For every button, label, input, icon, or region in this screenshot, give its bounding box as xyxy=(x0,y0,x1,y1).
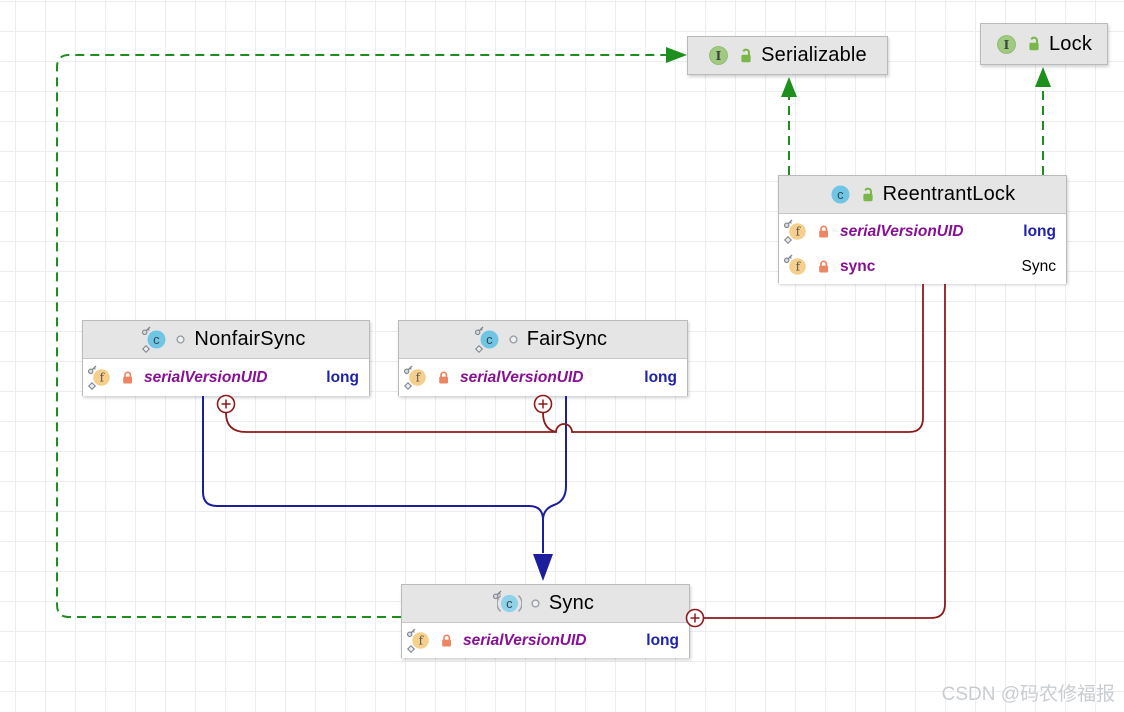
public-open-lock-icon xyxy=(737,48,753,64)
arrowhead-reentrantlock-lock xyxy=(1035,67,1051,87)
private-lock-icon xyxy=(436,370,451,385)
class-node-nonfairsync[interactable]: c NonfairSync f serialVersionUID l xyxy=(82,320,370,396)
svg-text:I: I xyxy=(716,49,722,63)
svg-text:f: f xyxy=(100,371,106,385)
fields-section: f serialVersionUID long xyxy=(399,359,687,396)
fields-section: f serialVersionUID long f sync xyxy=(779,214,1066,284)
final-overlay-icon xyxy=(474,344,483,354)
edge-fairsync-reentrantlock-innerclass[interactable] xyxy=(542,412,557,433)
node-header[interactable]: I Serializable xyxy=(688,37,887,74)
static-final-field-icon: f xyxy=(406,628,430,654)
field-row-serialversionuid[interactable]: f serialVersionUID long xyxy=(399,359,687,396)
node-header[interactable]: c Sync xyxy=(402,585,689,623)
static-final-field-icon: f xyxy=(783,219,807,245)
static-class-icon: c xyxy=(142,326,167,354)
innerclass-anchor-nonfairsync[interactable] xyxy=(216,394,236,414)
svg-text:f: f xyxy=(796,225,802,239)
static-overlay-icon xyxy=(403,365,413,375)
field-type: long xyxy=(1023,222,1056,240)
final-overlay-icon xyxy=(406,644,416,654)
public-open-lock-icon xyxy=(1025,36,1041,52)
field-row-sync[interactable]: f sync Sync xyxy=(779,249,1066,284)
static-overlay-icon xyxy=(474,326,484,336)
innerclass-anchor-fairsync[interactable] xyxy=(533,394,553,414)
fields-section: f serialVersionUID long xyxy=(402,623,689,658)
arrowhead-generalization-sync xyxy=(533,554,553,581)
public-open-lock-icon xyxy=(859,187,875,203)
node-header[interactable]: c FairSync xyxy=(399,321,687,359)
class-node-sync[interactable]: c Sync f serialVersionUID long xyxy=(401,584,690,658)
arrowhead-sync-serializable xyxy=(666,47,687,63)
svg-text:f: f xyxy=(796,260,802,274)
static-final-field-icon: f xyxy=(403,365,427,391)
node-header[interactable]: c ReentrantLock xyxy=(779,176,1066,214)
interface-icon: I xyxy=(708,45,729,66)
innerclass-anchor-sync[interactable] xyxy=(685,608,705,628)
field-name: serialVersionUID xyxy=(460,368,584,386)
private-lock-icon xyxy=(816,259,831,274)
private-lock-icon xyxy=(816,224,831,239)
field-row-serialversionuid[interactable]: f serialVersionUID long xyxy=(402,623,689,658)
static-final-field-icon: f xyxy=(87,365,111,391)
class-name: ReentrantLock xyxy=(882,183,1016,205)
package-private-icon xyxy=(530,598,541,609)
svg-text:f: f xyxy=(419,634,425,648)
final-field-icon: f xyxy=(783,254,807,276)
final-overlay-icon xyxy=(783,254,793,264)
class-node-serializable[interactable]: I Serializable xyxy=(687,36,888,75)
final-overlay-icon xyxy=(142,344,151,354)
svg-text:c: c xyxy=(486,332,493,347)
svg-text:f: f xyxy=(416,371,422,385)
static-overlay-icon xyxy=(492,590,502,600)
class-icon: c xyxy=(830,184,851,205)
class-name: Lock xyxy=(1048,32,1093,55)
interface-icon: I xyxy=(996,34,1017,55)
static-class-icon: c xyxy=(474,326,500,354)
class-node-reentrantlock[interactable]: c ReentrantLock f serialVersionUID long xyxy=(778,175,1067,284)
field-type: long xyxy=(644,368,677,386)
abstract-class-icon: c xyxy=(492,590,522,614)
class-name: NonfairSync xyxy=(194,328,306,350)
static-overlay-icon xyxy=(142,326,151,336)
edge-sync-serializable-realization[interactable] xyxy=(56,54,666,618)
field-row-serialversionuid[interactable]: f serialVersionUID long xyxy=(779,214,1066,249)
field-type: long xyxy=(646,631,679,649)
edge-nonfairsync-reentrantlock-innerclass[interactable] xyxy=(225,284,924,433)
field-name: sync xyxy=(840,257,876,275)
fields-section: f serialVersionUID long xyxy=(83,359,369,396)
svg-text:c: c xyxy=(837,187,844,202)
private-lock-icon xyxy=(120,370,135,385)
class-name: FairSync xyxy=(526,328,608,350)
final-overlay-icon xyxy=(403,381,413,391)
class-node-fairsync[interactable]: c FairSync f serialVersionUID long xyxy=(398,320,688,396)
node-header[interactable]: I Lock xyxy=(981,24,1107,64)
arrowhead-reentrantlock-serializable xyxy=(781,77,797,97)
svg-text:c: c xyxy=(506,596,513,611)
svg-text:I: I xyxy=(1004,38,1010,52)
node-header[interactable]: c NonfairSync xyxy=(83,321,369,359)
edge-fairsync-sync-generalization[interactable] xyxy=(542,396,567,521)
field-type: Sync xyxy=(1021,257,1056,275)
package-private-icon xyxy=(508,334,519,345)
private-lock-icon xyxy=(439,633,454,648)
class-name: Serializable xyxy=(761,44,867,66)
field-name: serialVersionUID xyxy=(840,222,964,240)
static-overlay-icon xyxy=(87,365,97,375)
package-private-icon xyxy=(175,334,186,345)
static-overlay-icon xyxy=(406,628,416,638)
field-name: serialVersionUID xyxy=(144,368,268,386)
final-overlay-icon xyxy=(783,235,793,245)
final-overlay-icon xyxy=(87,381,97,391)
svg-text:c: c xyxy=(154,332,161,347)
class-node-lock[interactable]: I Lock xyxy=(980,23,1108,65)
csdn-watermark: CSDN @码农修福报 xyxy=(941,684,1115,705)
field-row-serialversionuid[interactable]: f serialVersionUID long xyxy=(83,359,369,396)
field-name: serialVersionUID xyxy=(463,631,587,649)
edge-nonfairsync-sync-generalization[interactable] xyxy=(202,396,544,553)
edge-sync-reentrantlock-innerclass[interactable] xyxy=(703,284,946,619)
static-overlay-icon xyxy=(783,219,793,229)
class-name: Sync xyxy=(548,592,595,614)
field-type: long xyxy=(326,368,359,386)
